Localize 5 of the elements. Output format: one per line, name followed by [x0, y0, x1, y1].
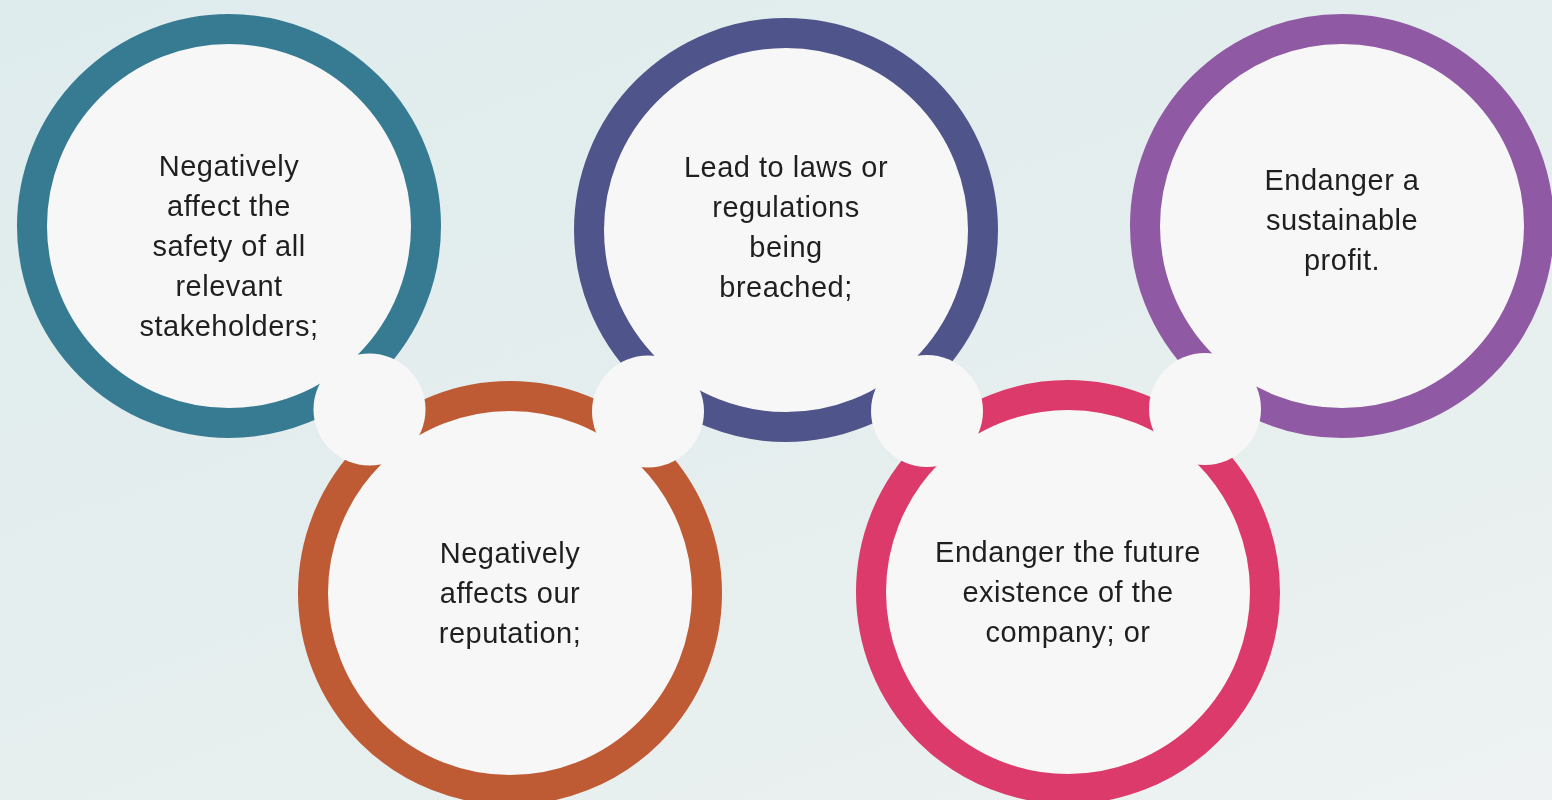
circle-text: Endanger a sustainable profit. — [1263, 163, 1421, 278]
circle-text: Negatively affect the safety of all relevant stakeholders; — [138, 149, 320, 344]
circle-text: Lead to laws or regulations being breached; — [683, 150, 889, 305]
circle-text: Endanger the future existence of the company; or — [934, 535, 1202, 650]
circle-text: Negatively affects our reputation; — [437, 536, 583, 651]
